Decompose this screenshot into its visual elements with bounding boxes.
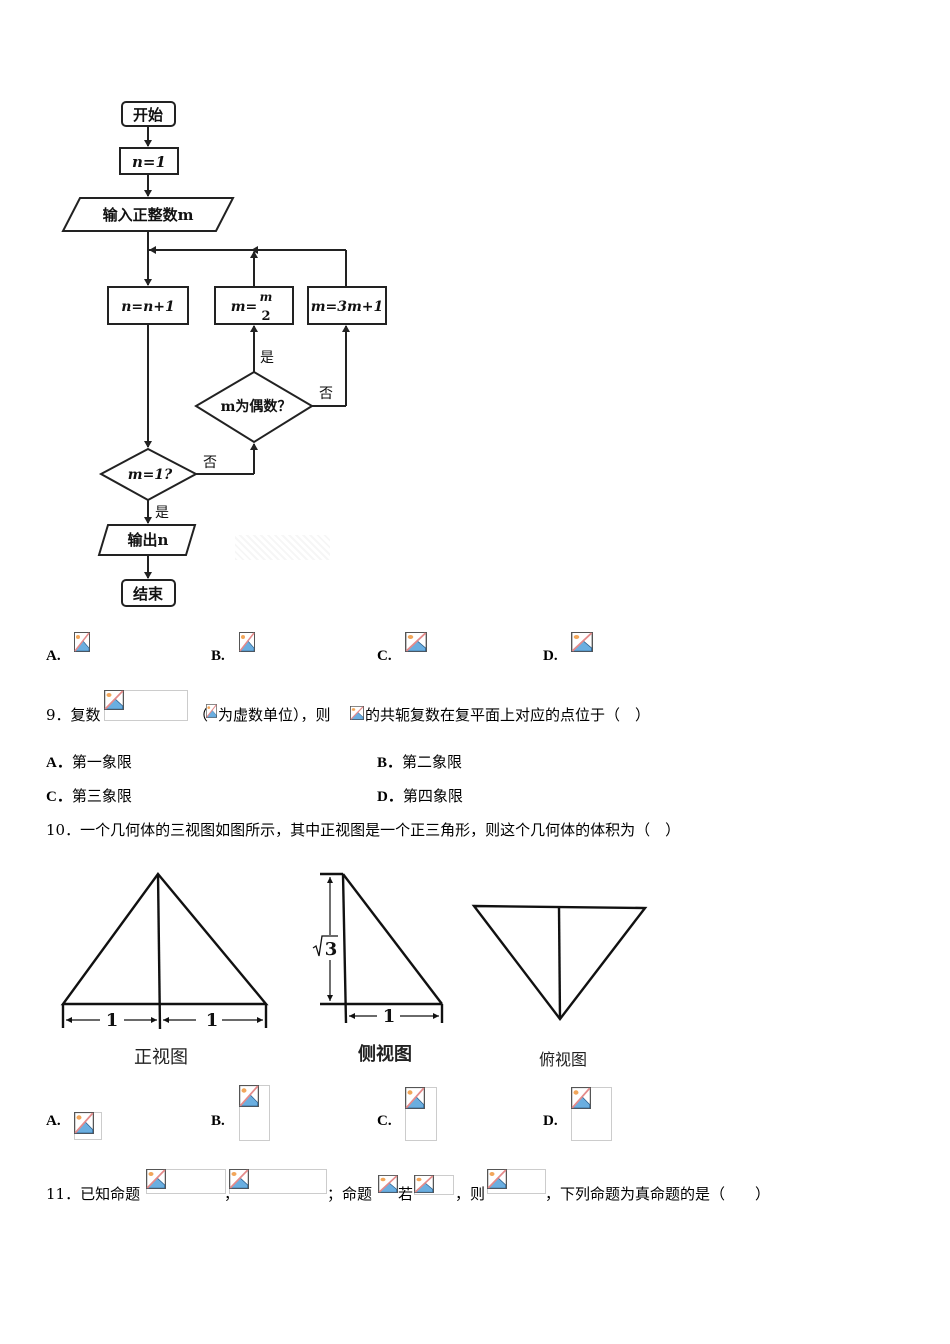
q11-cond-image-icon[interactable] [414, 1175, 434, 1193]
faint-watermark [235, 535, 330, 560]
q9-formula-image-icon[interactable] [104, 690, 124, 710]
q9-number: 9．复数 [46, 706, 101, 724]
front-dim-left: 1 [106, 1010, 119, 1031]
q9-option-c-text: 第三象限 [71, 787, 132, 805]
q11-concl-image-icon[interactable] [487, 1169, 507, 1189]
flow-cond-even: m为偶数？ [221, 398, 292, 415]
q9-option-b-label: B． [377, 755, 403, 771]
q8-option-a-image-icon[interactable] [74, 632, 90, 652]
q9-option-d-label: D． [377, 789, 403, 805]
q10-option-b-image-icon[interactable] [239, 1085, 259, 1107]
q9-text-tail: 的共轭复数在复平面上对应的点位于（ ） [365, 706, 651, 724]
q10-text: 10．一个几何体的三视图如图所示，其中正视图是一个正三角形，则这个几何体的体积为… [46, 821, 681, 839]
q9-option-a-text: 第一象限 [71, 753, 132, 771]
q10-option-a-image-icon[interactable] [74, 1112, 94, 1134]
flow-step-half-prefix: m= [231, 299, 258, 315]
q11-comma: ， [224, 1185, 240, 1203]
flow-step-half-num: m [260, 290, 273, 304]
q10-option-b-label: B. [211, 1113, 225, 1129]
q10-option-d-label: D. [543, 1113, 558, 1129]
flow-yes-one: 是 [155, 505, 169, 521]
sqrt-symbol-icon [312, 935, 338, 957]
q9-text-imag-unit: 为虚数单位），则 [218, 706, 331, 724]
q11-number: 11．已知命题 [46, 1185, 141, 1203]
q9-z-image-icon[interactable] [350, 706, 364, 720]
side-view-label: 侧视图 [358, 1043, 412, 1065]
side-dim-width: 1 [383, 1006, 396, 1027]
q9-i-image-icon[interactable] [206, 702, 217, 720]
q10-option-c-label: C. [377, 1113, 392, 1129]
flow-input: 输入正整数m [103, 206, 194, 224]
q11-ruo: 若 [398, 1185, 414, 1203]
q9-option-d-text: 第四象限 [402, 787, 463, 805]
flowchart: 开始 n=1 输入正整数m n=n+1 m= m 2 m=3m+1 m为偶数？ … [61, 101, 387, 607]
q10-option-d-image-icon[interactable] [571, 1087, 591, 1109]
q11-q-image-icon[interactable] [378, 1175, 398, 1193]
q11-formula-p-image-icon[interactable] [146, 1169, 166, 1189]
q8-option-b-image-icon[interactable] [239, 632, 255, 652]
q11-semicolon: ；命题 [327, 1185, 373, 1203]
q8-option-d-image-icon[interactable] [571, 632, 593, 652]
q11-tail: ，下列命题为真命题的是（ ） [545, 1185, 771, 1203]
q9-option-b-text: 第二象限 [402, 753, 463, 771]
q9-paren-open: （ [193, 706, 209, 724]
side-dim-height: 3 [325, 939, 338, 960]
front-view-label: 正视图 [134, 1047, 188, 1068]
flow-step-triple: m=3m+1 [311, 299, 384, 315]
flow-no-even: 否 [319, 386, 333, 402]
q11-ze: ，则 [455, 1185, 486, 1203]
q10-option-a-label: A. [46, 1113, 61, 1129]
flow-init: n=1 [132, 153, 166, 171]
q10-option-c-image-icon[interactable] [405, 1087, 425, 1109]
flow-no-one: 否 [203, 455, 217, 471]
flow-output: 输出n [128, 531, 169, 549]
q8-option-c-image-icon[interactable] [405, 632, 427, 652]
q8-option-b-label: B. [211, 648, 225, 664]
q9-option-c-label: C． [46, 789, 72, 805]
q8-option-d-label: D. [543, 648, 558, 664]
flow-step-n: n=n+1 [121, 299, 175, 315]
flow-cond-one: m=1? [128, 467, 173, 483]
q8-option-c-label: C. [377, 648, 392, 664]
top-view-label: 俯视图 [539, 1050, 587, 1069]
three-view-diagram: 1 1 1 3 正视图 侧视图 俯视图 [60, 872, 648, 1069]
q11-formula-p2-image-icon[interactable] [229, 1169, 249, 1189]
q10-option-d-frame [571, 1087, 612, 1141]
q9-option-a-label: A． [46, 755, 72, 771]
flow-yes-even: 是 [260, 350, 274, 366]
flow-end: 结束 [133, 585, 164, 603]
q8-option-a-label: A. [46, 648, 61, 664]
flow-start: 开始 [133, 106, 163, 124]
flow-step-half-den: 2 [261, 309, 270, 324]
front-dim-right: 1 [206, 1010, 219, 1031]
